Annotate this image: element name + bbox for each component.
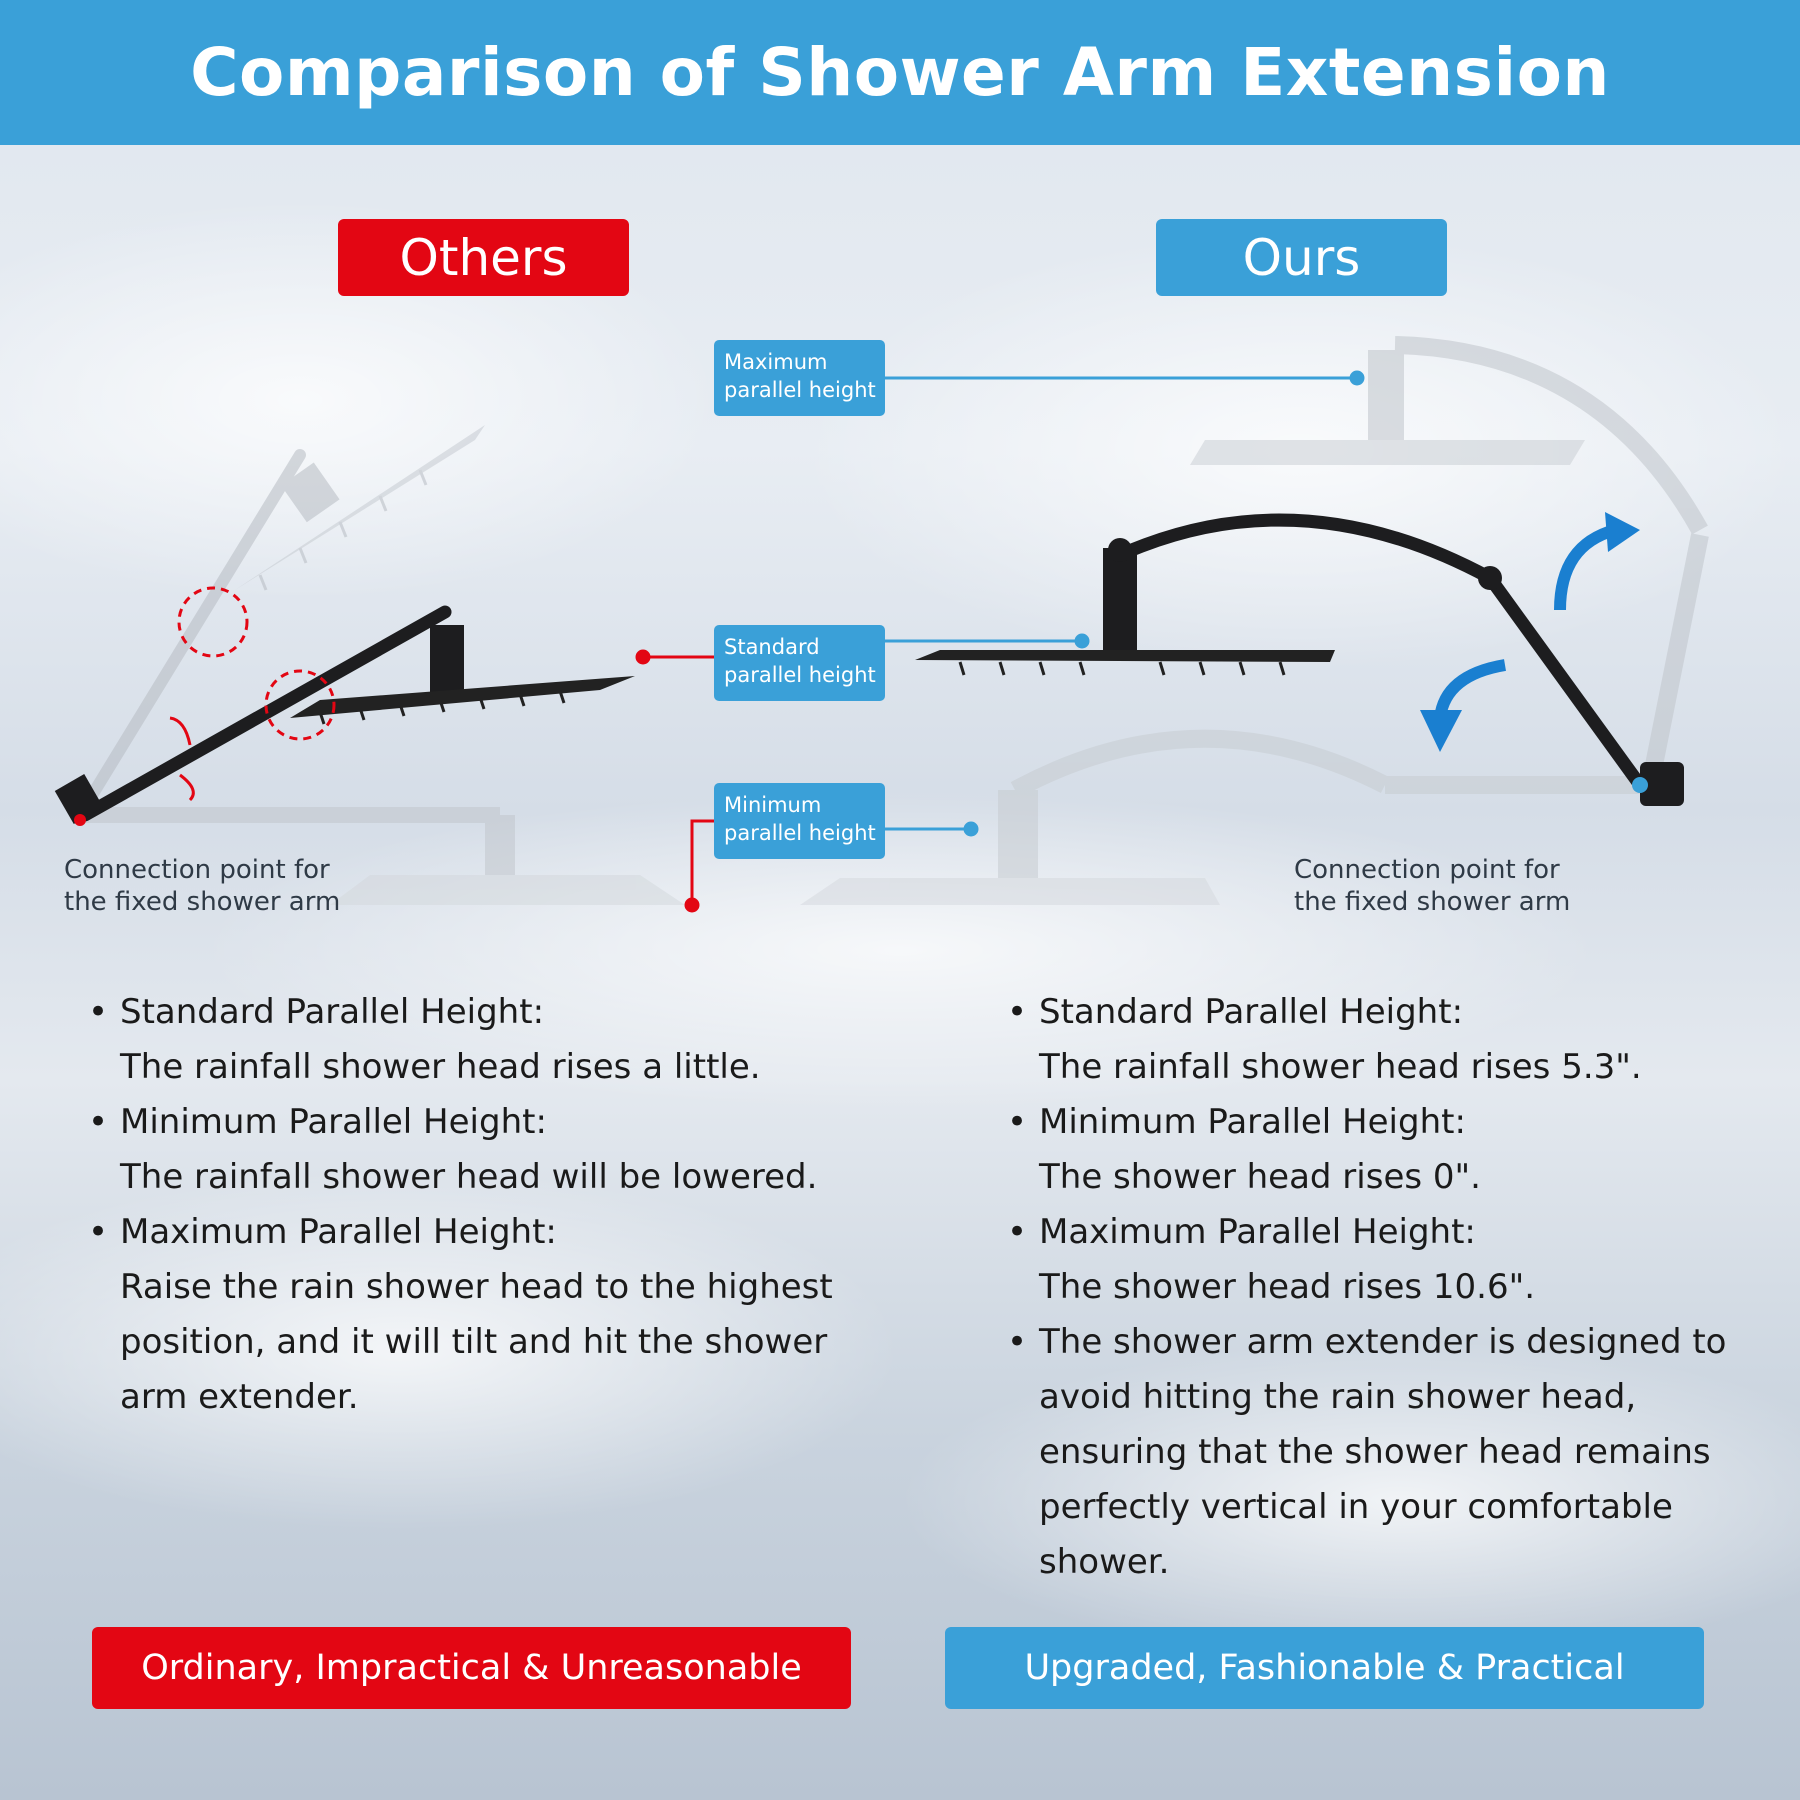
list-item: Standard Parallel Height: The rainfall s… <box>1007 985 1767 1095</box>
point-title: Minimum Parallel Height: <box>120 1102 547 1142</box>
connection-line2: the fixed shower arm <box>1294 887 1571 917</box>
callout-maximum: Maximum parallel height <box>714 340 885 416</box>
connection-line1: Connection point for <box>64 855 330 885</box>
connection-line2: the fixed shower arm <box>64 887 341 917</box>
ours-shower-ghost-min <box>800 729 1650 905</box>
others-connection-label: Connection point for the fixed shower ar… <box>64 854 340 918</box>
callout-maximum-line2: parallel height <box>724 378 876 402</box>
point-title: Standard Parallel Height: <box>1039 992 1464 1032</box>
point-title: Standard Parallel Height: <box>120 992 545 1032</box>
page-title: Comparison of Shower Arm Extension <box>190 34 1610 111</box>
callout-minimum-line2: parallel height <box>724 821 876 845</box>
others-points-list: Standard Parallel Height: The rainfall s… <box>88 985 868 1425</box>
ours-shower-ghost-max <box>1190 336 1709 787</box>
collision-marker <box>177 586 336 741</box>
list-item: Minimum Parallel Height: The shower head… <box>1007 1095 1767 1205</box>
point-text: The shower head rises 10.6". <box>1039 1267 1536 1307</box>
others-shower-standard <box>54 605 635 826</box>
point-title: Minimum Parallel Height: <box>1039 1102 1466 1142</box>
list-item: Standard Parallel Height: The rainfall s… <box>88 985 868 1095</box>
point-text: The rainfall shower head rises a little. <box>120 1047 761 1087</box>
header-banner: Comparison of Shower Arm Extension <box>0 0 1800 145</box>
rotation-arrow-icon <box>169 716 195 802</box>
point-title: Maximum Parallel Height: <box>1039 1212 1476 1252</box>
others-verdict-banner: Ordinary, Impractical & Unreasonable <box>92 1627 851 1709</box>
ours-points-list: Standard Parallel Height: The rainfall s… <box>1007 985 1767 1590</box>
point-text: Raise the rain shower head to the highes… <box>120 1267 833 1417</box>
callout-standard: Standard parallel height <box>714 625 885 701</box>
point-text: The rainfall shower head rises 5.3". <box>1039 1047 1642 1087</box>
callout-standard-line2: parallel height <box>724 663 876 687</box>
connection-line1: Connection point for <box>1294 855 1560 885</box>
callout-minimum: Minimum parallel height <box>714 783 885 859</box>
red-leaders <box>635 649 714 913</box>
ours-shower-standard <box>915 513 1684 806</box>
ours-connection-label: Connection point for the fixed shower ar… <box>1294 854 1570 918</box>
curved-arrow-up-icon <box>1554 512 1640 611</box>
point-text: The shower head rises 0". <box>1039 1157 1481 1197</box>
point-text: The rainfall shower head will be lowered… <box>120 1157 818 1197</box>
others-shower-ghost-max <box>74 425 485 821</box>
callout-standard-line1: Standard <box>724 635 820 659</box>
point-title: The shower arm extender is designed to a… <box>1039 1322 1727 1582</box>
list-item: Maximum Parallel Height: The shower head… <box>1007 1205 1767 1315</box>
list-item: Minimum Parallel Height: The rainfall sh… <box>88 1095 868 1205</box>
ours-verdict-banner: Upgraded, Fashionable & Practical <box>945 1627 1704 1709</box>
others-shower-ghost-min <box>80 807 685 905</box>
callout-minimum-line1: Minimum <box>724 793 822 817</box>
blue-leaders <box>885 370 1365 837</box>
ours-tag: Ours <box>1156 219 1447 296</box>
others-tag: Others <box>338 219 629 296</box>
curved-arrow-down-icon <box>1420 659 1507 752</box>
list-item: The shower arm extender is designed to a… <box>1007 1315 1767 1590</box>
list-item: Maximum Parallel Height: Raise the rain … <box>88 1205 868 1425</box>
callout-maximum-line1: Maximum <box>724 350 828 374</box>
point-title: Maximum Parallel Height: <box>120 1212 557 1252</box>
